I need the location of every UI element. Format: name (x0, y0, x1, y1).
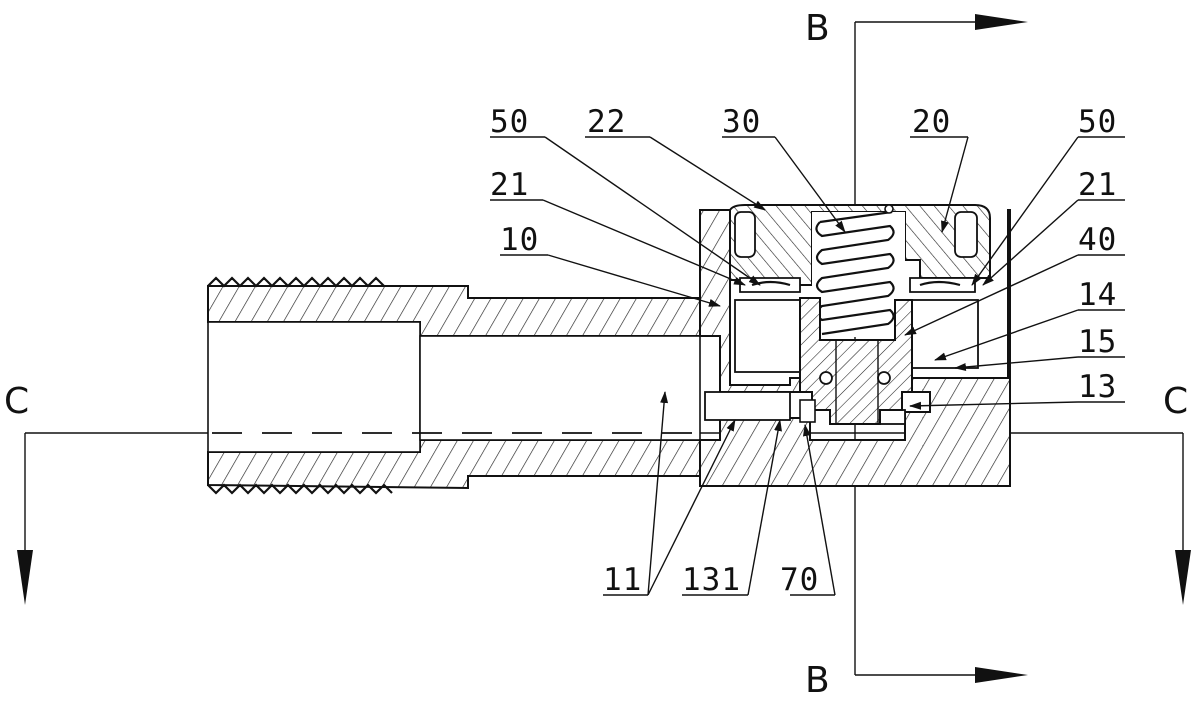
cap (729, 204, 991, 286)
callout-30: 30 (722, 104, 761, 140)
spring (812, 204, 905, 337)
callout-40: 40 (1078, 222, 1117, 258)
callout-70: 70 (780, 562, 819, 598)
callout-131: 131 (682, 562, 741, 598)
callout-20: 20 (912, 104, 951, 140)
section-label-c-left: C (4, 381, 29, 422)
callout-50-left: 50 (490, 104, 529, 140)
callout-10: 10 (500, 222, 539, 258)
callout-22: 22 (587, 104, 626, 140)
leader-lines (490, 136, 1125, 596)
section-label-b-bottom: B (805, 660, 830, 701)
callout-21-right: 21 (1078, 167, 1117, 203)
callout-11: 11 (603, 562, 642, 598)
callout-15: 15 (1078, 324, 1117, 360)
callout-50-right: 50 (1078, 104, 1117, 140)
callout-21-left: 21 (490, 167, 529, 203)
callout-14: 14 (1078, 277, 1117, 313)
section-label-c-right: C (1163, 381, 1188, 422)
piston (799, 297, 913, 425)
valve-body (699, 209, 1011, 487)
callout-13: 13 (1078, 369, 1117, 405)
section-label-b-top: B (805, 8, 830, 49)
inlet-pipe (207, 276, 701, 495)
